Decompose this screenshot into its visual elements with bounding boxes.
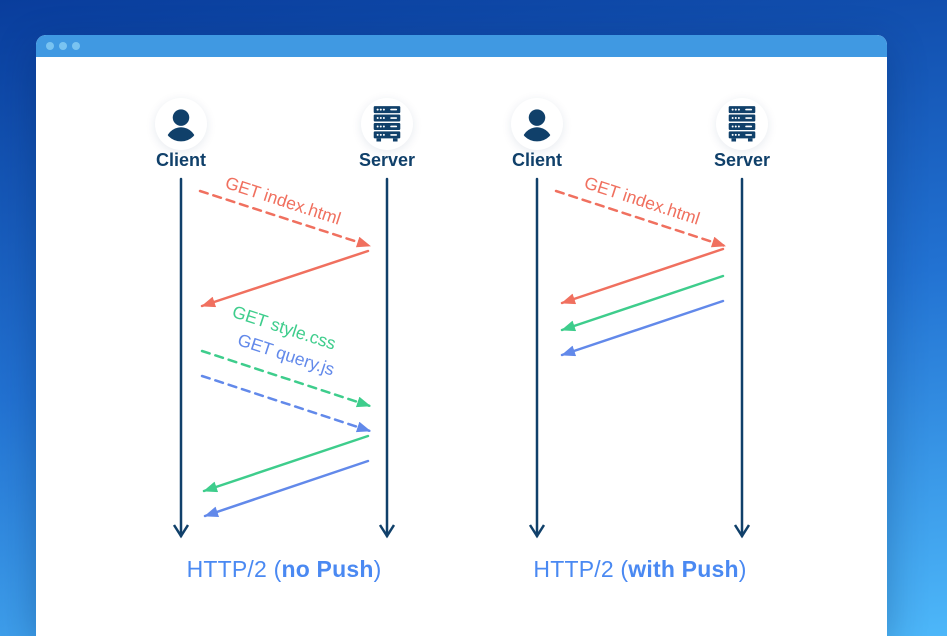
person-icon (159, 102, 203, 146)
server-icon (365, 102, 409, 146)
server-avatar-2 (716, 98, 768, 150)
window-control-dot (72, 42, 80, 50)
client-label-1: Client (155, 150, 206, 170)
title-bold: with Push (628, 556, 739, 582)
server-avatar-1 (361, 98, 413, 150)
server-icon (720, 102, 764, 146)
title-suffix: ) (373, 556, 382, 582)
client-label-2: Client (511, 150, 562, 170)
window-titlebar (36, 35, 887, 57)
server-label-1: Server (358, 150, 416, 170)
client-avatar-1 (155, 98, 207, 150)
title-prefix: HTTP/2 ( (186, 556, 282, 582)
window-control-dot (59, 42, 67, 50)
diagram-title-with-push: HTTP/2 (with Push) (460, 556, 820, 583)
diagram-title-no-push: HTTP/2 (no Push) (104, 556, 464, 583)
person-icon (515, 102, 559, 146)
client-avatar-2 (511, 98, 563, 150)
title-bold: no Push (281, 556, 374, 582)
server-label-2: Server (713, 150, 771, 170)
window-control-dot (46, 42, 54, 50)
title-prefix: HTTP/2 ( (533, 556, 629, 582)
title-suffix: ) (738, 556, 747, 582)
